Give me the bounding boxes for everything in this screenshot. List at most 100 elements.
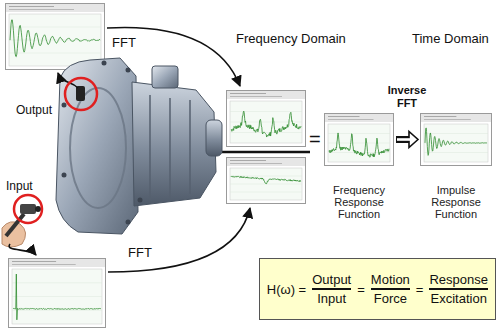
plot-window	[325, 114, 394, 166]
plot-header	[227, 158, 305, 166]
formula-term: =	[357, 282, 365, 297]
plot-caption: Frequency Response Function	[324, 184, 394, 220]
rib	[189, 100, 191, 194]
hammer-head	[20, 204, 36, 214]
input-cable	[9, 244, 36, 255]
gear-case	[132, 82, 216, 206]
header-mark	[230, 163, 282, 164]
plot-curve	[231, 176, 301, 184]
formula-box: H(ω) = OutputInput = MotionForce = ResponseEx…	[259, 258, 496, 320]
header-mark	[12, 261, 56, 262]
plot-curve	[231, 111, 301, 137]
grid-line	[12, 282, 102, 283]
grid-line	[230, 192, 302, 193]
fraction: OutputInput	[312, 272, 351, 306]
plot-area	[9, 14, 101, 66]
plot-window	[227, 91, 306, 147]
denominator-text: Excitation	[431, 291, 487, 306]
plot-caption: Impulse Response Function	[420, 184, 492, 220]
process-label: FFT	[112, 36, 136, 51]
grid-line	[328, 143, 390, 144]
bolt	[102, 61, 107, 66]
edge-label: Inverse FFT	[384, 84, 430, 110]
plot-curve	[13, 274, 101, 320]
header-mark	[230, 96, 282, 97]
sensor-label: Input	[6, 180, 33, 194]
formula-term: H(ω) =	[267, 282, 306, 297]
header-mark	[12, 264, 76, 265]
plot-header	[421, 114, 491, 122]
tail-housing	[206, 120, 222, 156]
rib	[149, 95, 151, 200]
input-highlight-circle	[14, 195, 42, 223]
sensor-label: Output	[16, 104, 52, 118]
bell-housing	[56, 58, 138, 234]
bolt	[126, 220, 131, 225]
fraction-bar	[312, 288, 351, 290]
gearbox	[56, 58, 222, 234]
plot-header	[9, 259, 105, 267]
fft-arrow	[108, 208, 250, 272]
plot-header	[325, 114, 393, 122]
header-mark	[328, 119, 374, 120]
formula-text: =	[357, 282, 365, 297]
header-mark	[424, 116, 456, 117]
domain-heading: Time Domain	[412, 32, 489, 47]
arrow-inner	[397, 138, 411, 141]
formula-text: Motion	[371, 272, 410, 287]
frf-plot: Frequency Response Function	[324, 113, 394, 220]
plot-area	[12, 269, 102, 324]
bolt	[62, 103, 67, 108]
formula-text: Response	[429, 272, 488, 287]
grid-line	[9, 27, 101, 28]
grid-line	[12, 296, 102, 297]
process-label: FFT	[128, 246, 152, 261]
plot-area	[328, 124, 390, 162]
input-time-plot	[9, 259, 106, 328]
plot-area	[230, 168, 302, 200]
fraction: MotionForce	[371, 272, 410, 306]
plot-window	[227, 158, 306, 204]
equals-sign: =	[309, 128, 321, 151]
plot-curve	[10, 20, 100, 57]
housing-ring	[70, 88, 126, 208]
formula-text: H(ω) =	[267, 282, 306, 297]
fraction: ResponseExcitation	[429, 272, 488, 306]
force-sensor	[35, 206, 41, 212]
grid-line	[230, 132, 302, 133]
denominator-text: Input	[317, 291, 346, 306]
output-highlight-circle	[65, 78, 97, 110]
grid-line	[424, 133, 488, 134]
plot-curve	[329, 133, 389, 157]
bolt	[126, 68, 131, 73]
grid-line	[9, 53, 101, 54]
fraction-bar	[429, 288, 488, 290]
grid-line	[12, 310, 102, 311]
plot-frame	[420, 113, 492, 166]
plot-window	[421, 114, 492, 166]
grid-line	[424, 152, 488, 153]
output-spectrum-plot	[227, 91, 306, 147]
denominator-text: Force	[374, 291, 407, 306]
fraction-bar	[371, 288, 410, 290]
formula-text: Output	[312, 272, 351, 287]
header-mark	[9, 9, 74, 10]
domain-heading: Frequency Domain	[236, 32, 346, 47]
plot-header	[227, 91, 305, 99]
irf-plot: Impulse Response Function	[420, 113, 492, 220]
fft-arrow	[107, 27, 240, 86]
header-mark	[424, 119, 471, 120]
plot-window	[9, 259, 106, 328]
edge-group	[396, 132, 418, 148]
header-mark	[230, 93, 266, 94]
formula-term: =	[416, 282, 424, 297]
header-mark	[9, 6, 54, 7]
hammer-handle	[6, 214, 24, 236]
header-mark	[230, 160, 266, 161]
header-mark	[328, 116, 360, 117]
plot-curve	[425, 128, 487, 155]
shift-tower	[152, 66, 178, 88]
plot-frame	[324, 113, 394, 166]
grid-line	[328, 133, 390, 134]
